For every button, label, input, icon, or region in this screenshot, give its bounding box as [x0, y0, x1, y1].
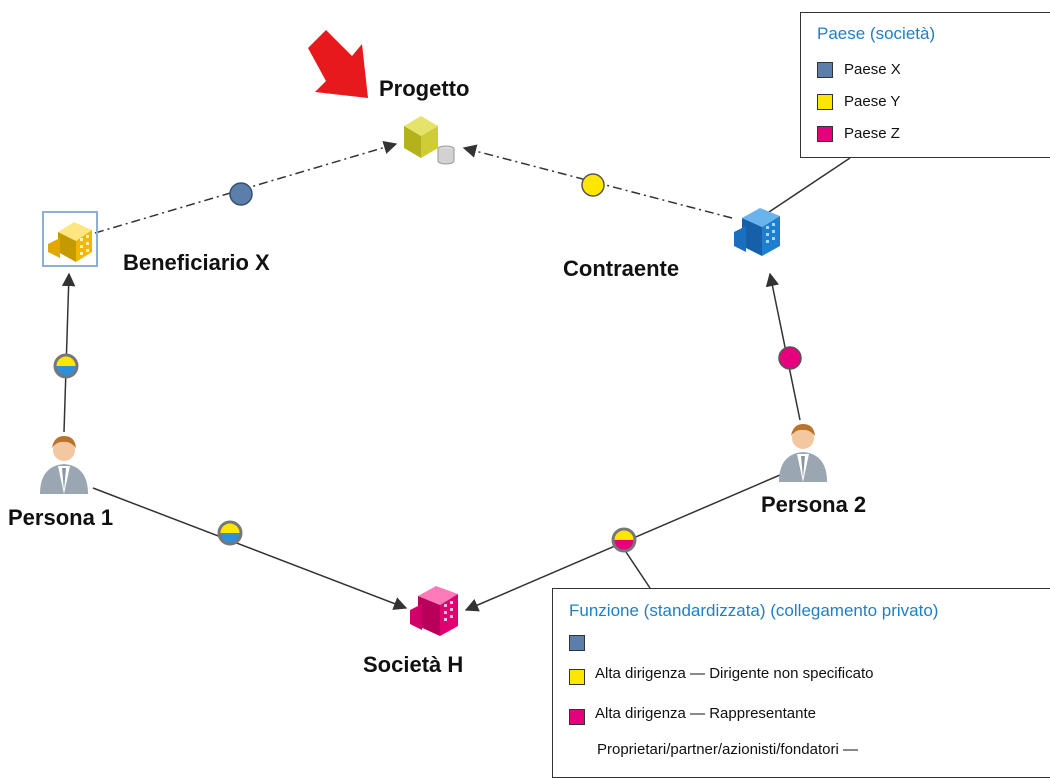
legend-country-item: Paese Y — [817, 93, 900, 110]
legend-swatch-blue — [569, 635, 585, 651]
beneficiario-building-icon[interactable] — [42, 211, 98, 267]
contraente-building-icon[interactable] — [734, 208, 780, 256]
node-label-contraente: Contraente — [563, 256, 680, 281]
node-label-persona2: Persona 2 — [761, 492, 867, 517]
legend-function-title: Funzione (standardizzata) (collegamento … — [569, 601, 939, 620]
node-label-progetto: Progetto — [379, 76, 470, 101]
persona1-person-icon[interactable] — [40, 436, 88, 494]
legend-swatch-yellow — [817, 93, 833, 110]
societa-h-building-icon[interactable] — [410, 586, 458, 636]
project-cube-icon[interactable] — [404, 116, 455, 165]
legend-country: Paese (società) Paese X Paese Y Paese Z — [800, 12, 1050, 158]
legend-country-label: Paese X — [844, 61, 901, 78]
marker-blue[interactable] — [229, 182, 253, 206]
legend-country-title: Paese (società) — [817, 24, 936, 43]
link-persona1-societa — [92, 487, 408, 610]
marker-magenta-yellow[interactable] — [611, 527, 637, 553]
node-label-beneficiario: Beneficiario X — [123, 250, 270, 275]
link-persona2-contraente — [765, 272, 801, 421]
persona2-person-icon[interactable] — [779, 424, 827, 482]
red-arrow-icon — [308, 30, 368, 98]
node-label-societa-h: Società H — [363, 652, 464, 677]
link-persona1-beneficiario — [61, 272, 76, 433]
legend-swatch-blue — [817, 61, 833, 78]
legend-country-label: Paese Y — [844, 93, 901, 110]
legend-function-item: Alta dirigenza — Dirigente non specifica… — [569, 661, 873, 685]
legend-swatch-yellow — [569, 669, 585, 685]
node-label-persona1: Persona 1 — [8, 505, 114, 530]
legend-function-label: Alta dirigenza — Dirigente non specifica… — [595, 664, 874, 682]
legend-country-pointer — [759, 157, 851, 219]
marker-magenta[interactable] — [778, 346, 802, 370]
legend-function-item: Proprietari/partner/azionisti/fondatori … — [597, 741, 858, 758]
legend-function-item: Alta dirigenza — Rappresentante — [569, 701, 816, 725]
legend-country-item: Paese X — [817, 61, 901, 78]
legend-swatch-magenta — [817, 125, 833, 142]
legend-function-label: Alta dirigenza — Rappresentante — [595, 704, 816, 722]
marker-yellow[interactable] — [581, 173, 605, 197]
legend-country-label: Paese Z — [844, 125, 900, 142]
marker-yellow-blue-1[interactable] — [53, 353, 79, 379]
legend-swatch-magenta — [569, 709, 585, 725]
marker-yellow-blue-2[interactable] — [217, 520, 243, 546]
legend-country-item: Paese Z — [817, 125, 900, 142]
legend-function: Funzione (standardizzata) (collegamento … — [552, 588, 1050, 778]
legend-function-item — [569, 635, 595, 651]
legend-function-label: Proprietari/partner/azionisti/fondatori … — [597, 741, 858, 758]
legend-function-pointer — [625, 551, 651, 589]
